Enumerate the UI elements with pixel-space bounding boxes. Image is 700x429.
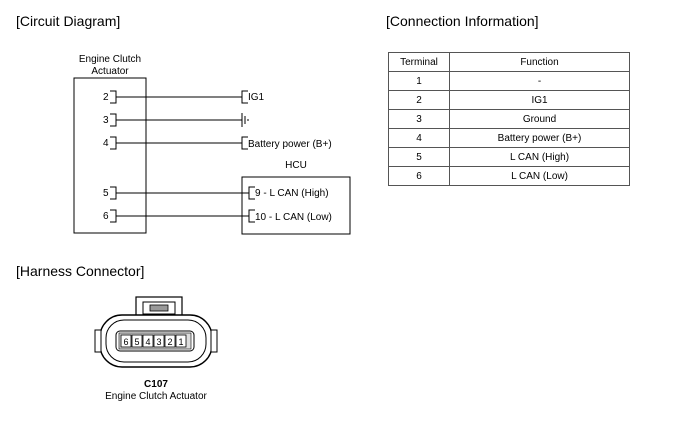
table-row: 5 L CAN (High)	[388, 147, 630, 167]
component-label-line2: Actuator	[91, 66, 129, 77]
table-row: 1 -	[388, 71, 630, 91]
ground-icon	[241, 113, 249, 127]
table-row: 2 IG1	[388, 90, 630, 110]
harness-pin-3: 3	[156, 337, 161, 347]
actuator-box	[73, 77, 147, 234]
function-cell: L CAN (High)	[449, 147, 630, 167]
connection-table: Terminal Function 1 - 2 IG1 3 Ground 4 B…	[388, 52, 630, 186]
battery-label: Battery power (B+)	[248, 139, 332, 150]
table-header-row: Terminal Function	[388, 52, 630, 72]
terminal-cell: 6	[388, 166, 450, 186]
pin-2-label: 2	[103, 92, 109, 103]
terminal-cell: 3	[388, 109, 450, 129]
hcu-pin-low-label: 10 - L CAN (Low)	[255, 212, 332, 223]
table-row: 6 L CAN (Low)	[388, 166, 630, 186]
connector-name: Engine Clutch Actuator	[105, 391, 207, 402]
terminal-cell: 4	[388, 128, 450, 148]
harness-connector-title: [Harness Connector]	[16, 263, 145, 279]
table-row: 3 Ground	[388, 109, 630, 129]
function-cell: IG1	[449, 90, 630, 110]
pin-4-label: 4	[103, 138, 109, 149]
function-cell: Ground	[449, 109, 630, 129]
circuit-diagram-title: [Circuit Diagram]	[16, 13, 121, 29]
function-cell: L CAN (Low)	[449, 166, 630, 186]
hcu-box	[241, 176, 351, 235]
function-header: Function	[449, 52, 630, 72]
function-cell: Battery power (B+)	[449, 128, 630, 148]
connection-info-title: [Connection Information]	[386, 13, 539, 29]
component-label-line1: Engine Clutch	[79, 54, 141, 65]
harness-pin-2: 2	[167, 337, 172, 347]
harness-pin-6: 6	[123, 337, 128, 347]
pin-6-label: 6	[103, 211, 109, 222]
terminal-cell: 1	[388, 71, 450, 91]
table-row: 4 Battery power (B+)	[388, 128, 630, 148]
terminal-cell: 2	[388, 90, 450, 110]
harness-pin-5: 5	[134, 337, 139, 347]
harness-pin-1: 1	[178, 337, 183, 347]
ig1-label: IG1	[248, 92, 265, 103]
terminal-header: Terminal	[388, 52, 450, 72]
hcu-label: HCU	[285, 160, 307, 171]
pin-5-label: 5	[103, 188, 109, 199]
function-cell: -	[449, 71, 630, 91]
harness-pin-4: 4	[145, 337, 150, 347]
harness-connector-drawing	[94, 296, 218, 368]
connector-id: C107	[144, 379, 168, 390]
hcu-pin-high-label: 9 - L CAN (High)	[255, 188, 329, 199]
pin-3-label: 3	[103, 115, 109, 126]
terminal-cell: 5	[388, 147, 450, 167]
